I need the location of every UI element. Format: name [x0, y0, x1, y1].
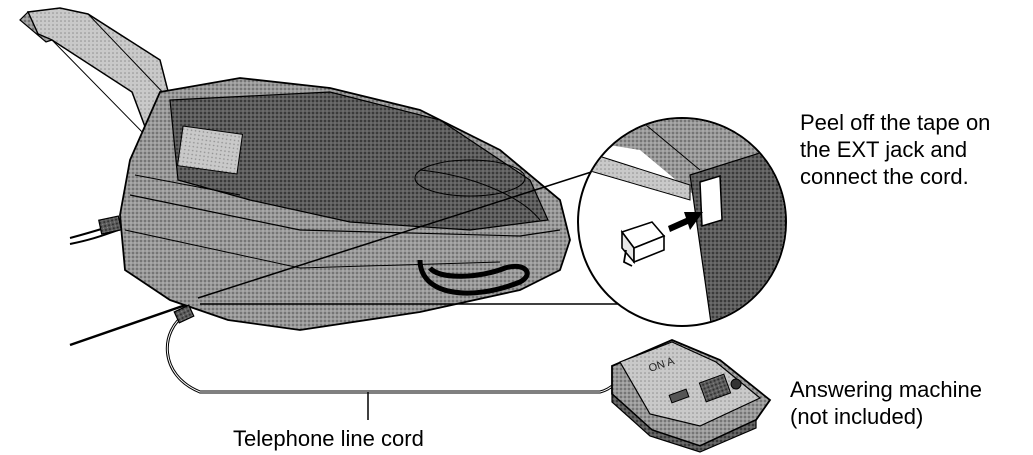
fax-machine	[120, 78, 570, 330]
ext-jack-instruction-line-2: the EXT jack and	[800, 136, 1030, 163]
answering-machine-label-line-1: Answering machine	[790, 376, 1030, 403]
answering-machine-label: Answering machine (not included)	[790, 376, 1030, 430]
telephone-line-cord-label: Telephone line cord	[233, 425, 533, 452]
telephone-line-cord-label-text: Telephone line cord	[233, 425, 533, 452]
ext-jack-instruction-line-1: Peel off the tape on	[800, 109, 1030, 136]
answering-machine-label-line-2: (not included)	[790, 403, 1030, 430]
telephone-line-cord	[167, 305, 618, 420]
power-cord	[70, 216, 125, 244]
ext-jack-instruction: Peel off the tape on the EXT jack and co…	[800, 109, 1030, 190]
answering-machine: ON A	[612, 340, 770, 452]
ext-jack-instruction-line-3: connect the cord.	[800, 163, 1030, 190]
wall-line-cord	[70, 300, 200, 350]
ext-jack-magnifier	[578, 118, 790, 330]
